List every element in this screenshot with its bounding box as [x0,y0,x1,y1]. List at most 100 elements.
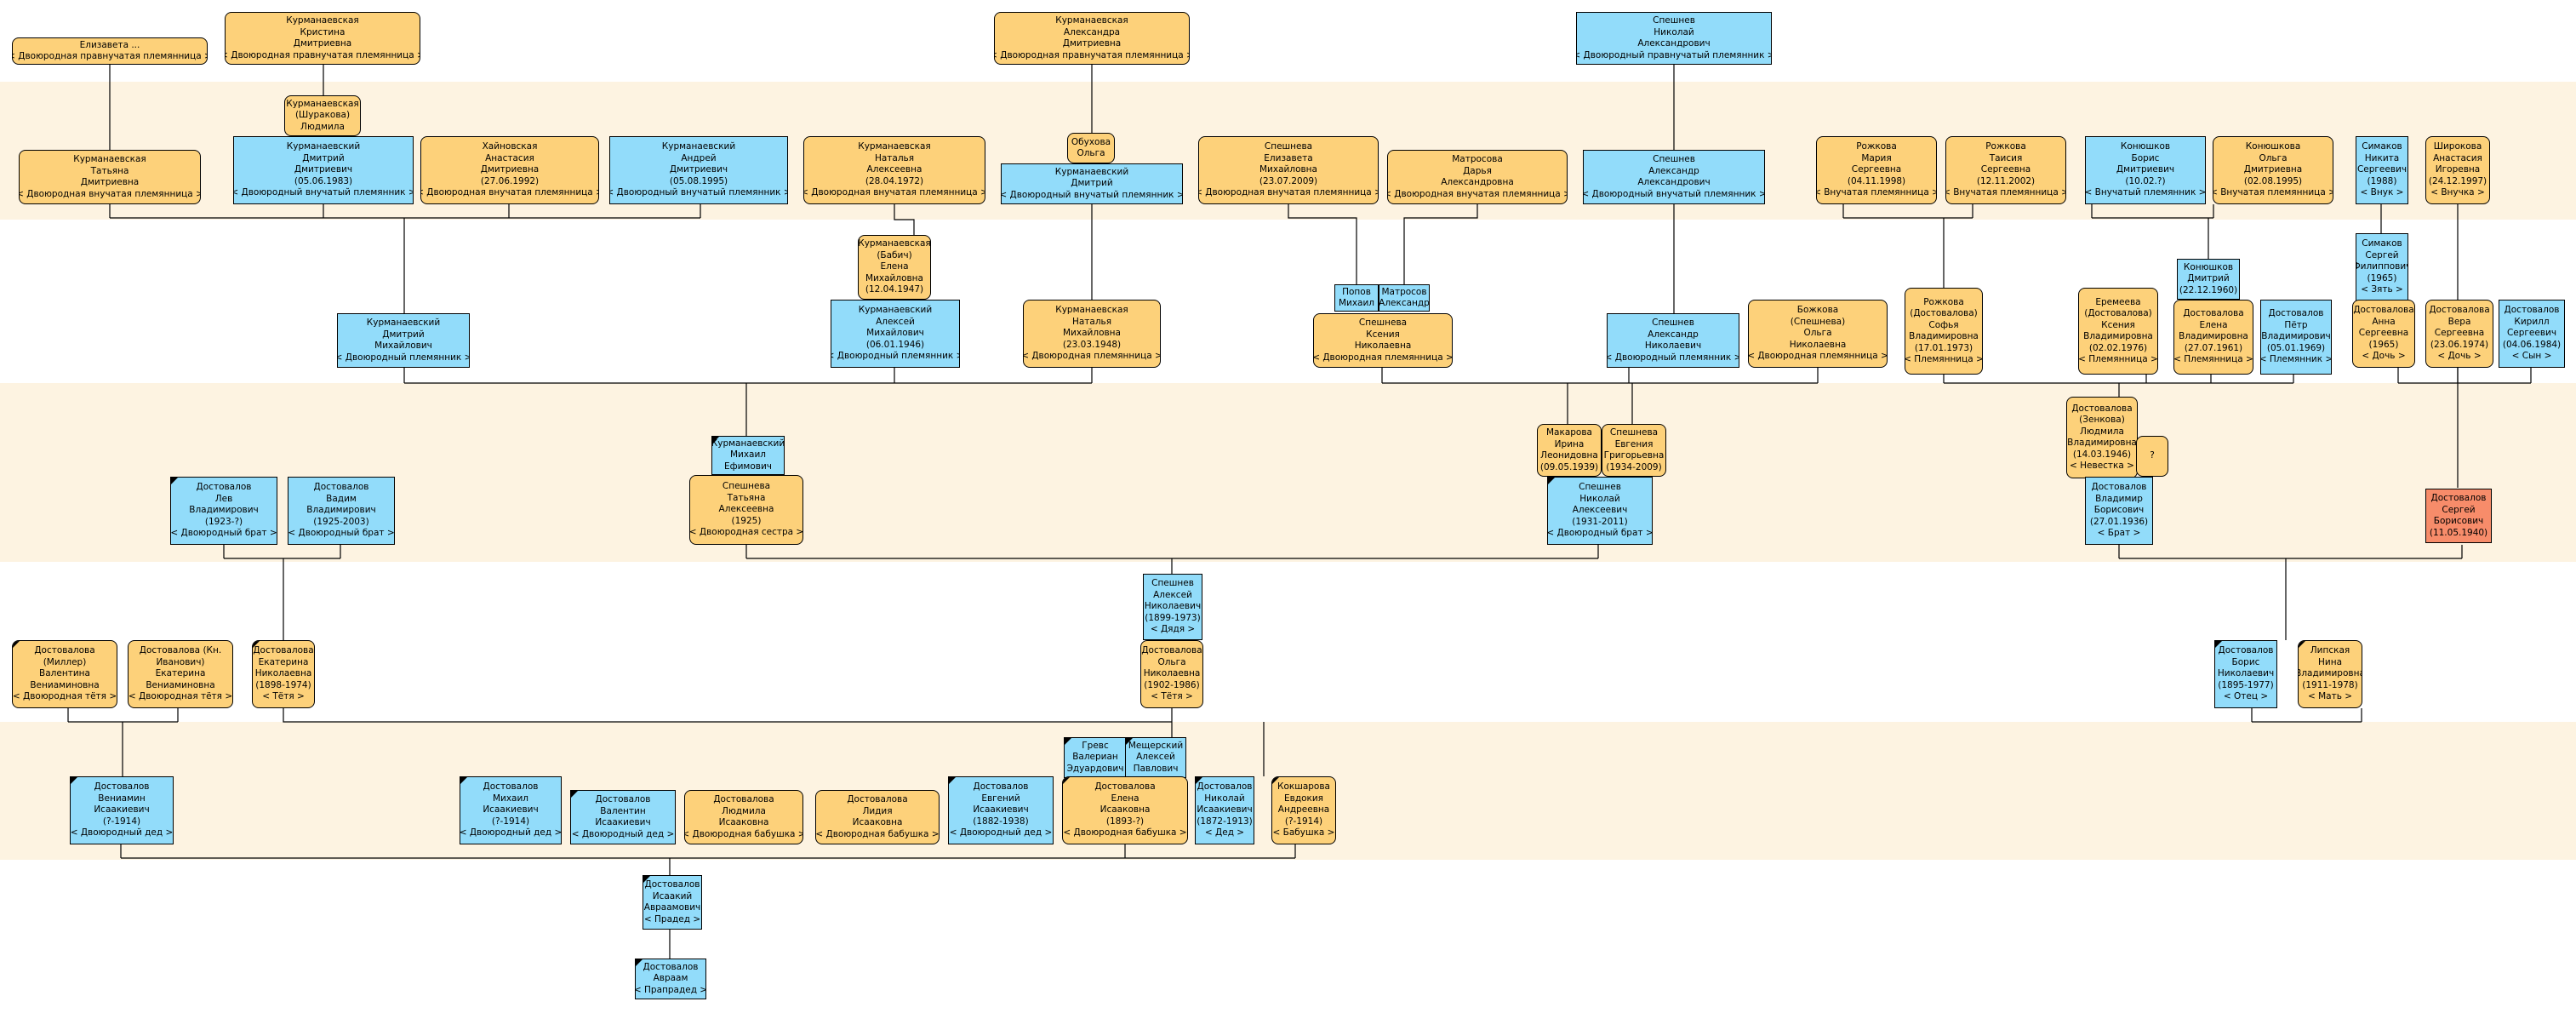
person-text-line: Курманаевская [286,98,359,109]
person-text-line: Симаков [2362,238,2402,249]
person-text-line: < Прапрадед > [635,984,706,995]
person-text-line: < Двоюродная внучатая племянница > [1198,187,1379,198]
person-text-line: Достовалов [2218,645,2274,656]
person-node[interactable]: ? [2136,436,2168,477]
person-text-line: Вениаминовна [30,679,100,690]
person-text-line: Елизавета ... [79,39,140,50]
person-text-line: Анна [2372,316,2396,327]
person-text-line: Спешнев [1151,578,1194,589]
person-text-line: Николаевна [254,668,312,679]
person-text-line: Курманаевский [711,438,785,449]
person-text-line: ? [2150,450,2155,461]
person-text-line: Вениаминовна [146,679,215,690]
person-text-line: < Внучатая племянница > [1945,187,2066,198]
person-text-line: (1899-1973) [1145,612,1201,623]
person-text-line: Ефимович [724,461,772,472]
person-text-line: Владимирович [2261,331,2331,342]
person-text-line: Сергеевна [1851,164,1902,175]
person-text-line: Дмитриевич [294,164,353,175]
person-text-line: Курманаевский [286,141,361,152]
person-text-line: < Двоюродная правнучатая племянница > [225,49,420,60]
person-text-line: (1925-2003) [313,516,369,527]
person-text-line: Исаакиевич [483,804,539,816]
person-node[interactable]: Курманаевская(Шуракова)Людмила [284,95,361,136]
person-text-line: Матросова [1452,154,1503,164]
person-text-line: < Племянница > [2173,354,2253,365]
person-text-line: < Двоюродная внучатая племянница > [1387,188,1568,199]
person-text-line: Александр [1379,298,1430,308]
person-node[interactable]: Елизавета ...< Двоюродная правнучатая пл… [12,37,208,65]
person-text-line: Алексей [1153,589,1192,600]
person-text-line: Кристина [300,26,346,37]
person-text-line: Николаевна [1143,668,1201,679]
